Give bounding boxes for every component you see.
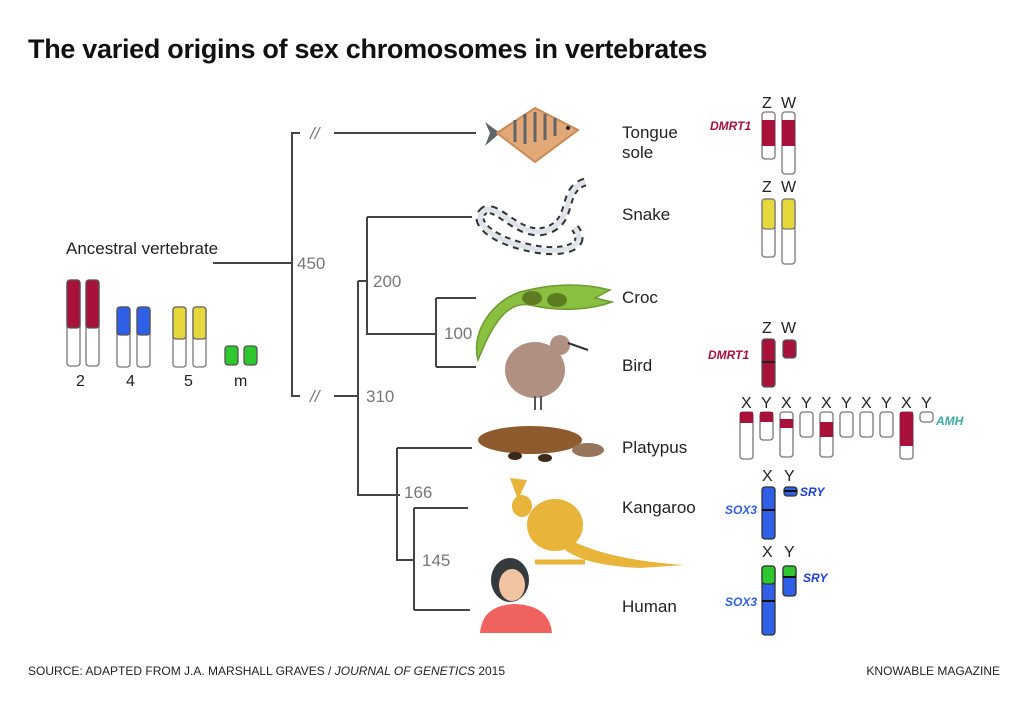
- source-prefix: SOURCE: ADAPTED FROM J.A. MARSHALL GRAVE…: [28, 664, 335, 678]
- red-band: [740, 412, 753, 423]
- chromosome-label-w: W: [781, 179, 797, 196]
- fish-icon: [485, 106, 580, 164]
- species-label-croc: Croc: [622, 288, 658, 307]
- chromosome-label-z: Z: [762, 179, 772, 196]
- sex-chromosomes-tongue-sole: Z W DMRT1: [710, 95, 797, 175]
- chromosome-label-x: X: [741, 395, 752, 412]
- species-label-human: Human: [622, 597, 677, 616]
- species-label-kangaroo: Kangaroo: [622, 498, 696, 517]
- node-200: 200: [373, 272, 401, 291]
- chromosome-label-x: X: [861, 395, 872, 412]
- chromosome-label-w: W: [781, 320, 797, 337]
- node-166: 166: [404, 483, 432, 502]
- chromosome-label-w: W: [781, 95, 797, 112]
- snake-icon: [475, 177, 587, 256]
- chromosome-label-m: m: [234, 373, 247, 390]
- ancestral-chromosome-m: [224, 345, 258, 366]
- platypus-chromosome: [919, 411, 934, 423]
- chromosome-label-y: Y: [784, 544, 795, 561]
- species-label-tongue-sole-line2: sole: [622, 143, 653, 162]
- chromosome-label-y: Y: [921, 395, 932, 412]
- species-label-snake: Snake: [622, 205, 670, 224]
- source-journal: JOURNAL OF GENETICS: [334, 664, 475, 678]
- chromosome-label-x: X: [821, 395, 832, 412]
- branch-break-top: //: [309, 124, 322, 143]
- red-band: [900, 412, 913, 446]
- source-year: 2015: [474, 664, 506, 678]
- ancestor-label: Ancestral vertebrate: [66, 239, 218, 258]
- platypus-chromosome: [839, 411, 854, 438]
- sex-chromosomes-kangaroo: X Y SOX3 SRY: [725, 468, 825, 540]
- chromosome-label-2: 2: [76, 373, 85, 390]
- species-label-platypus: Platypus: [622, 438, 687, 457]
- platypus-chromosome: [799, 411, 814, 438]
- platypus-chromosome: [779, 411, 794, 458]
- chromosome-label-y: Y: [784, 468, 795, 485]
- platypus-chromosome: [879, 411, 894, 438]
- kangaroo-icon: [510, 478, 684, 568]
- gene-label-dmrt1-bird: DMRT1: [708, 348, 749, 362]
- chromosome-label-x: X: [901, 395, 912, 412]
- sex-chromosomes-snake: Z W: [761, 179, 797, 265]
- gene-label-sox3-kangaroo: SOX3: [725, 503, 757, 517]
- gene-label-sox3-human: SOX3: [725, 595, 757, 609]
- human-icon: [480, 558, 552, 633]
- species-label-tongue-sole: Tongue: [622, 123, 678, 142]
- gene-label-sry-human: SRY: [803, 571, 828, 585]
- platypus-chromosome: [859, 411, 874, 438]
- node-145: 145: [422, 551, 450, 570]
- ancestral-chromosome-5: [172, 306, 207, 368]
- node-310: 310: [366, 387, 394, 406]
- ancestral-chromosomes: 2 4 5 m: [66, 279, 258, 390]
- red-band: [760, 412, 773, 422]
- red-band: [780, 419, 793, 428]
- node-450: 450: [297, 254, 325, 273]
- chromosome-label-y: Y: [841, 395, 852, 412]
- publisher-credit: KNOWABLE MAGAZINE: [866, 664, 1000, 678]
- chromosome-label-y: Y: [761, 395, 772, 412]
- chromosome-label-x: X: [781, 395, 792, 412]
- branch-break-bottom: //: [309, 387, 322, 406]
- gene-label-amh: AMH: [935, 414, 964, 428]
- ancestral-chromosome-2: [66, 279, 100, 367]
- chromosome-label-4: 4: [126, 373, 135, 390]
- chromosome-label-x: X: [762, 468, 773, 485]
- chromosome-label-z: Z: [762, 95, 772, 112]
- chromosome-label-y: Y: [801, 395, 812, 412]
- sex-chromosomes-human: X Y SOX3 SRY: [725, 544, 828, 636]
- chromosome-label-z: Z: [762, 320, 772, 337]
- gene-label-dmrt1-sole: DMRT1: [710, 119, 751, 133]
- source-credit: SOURCE: ADAPTED FROM J.A. MARSHALL GRAVE…: [28, 664, 505, 678]
- node-100: 100: [444, 324, 472, 343]
- platypus-icon: [478, 426, 604, 462]
- crocodile-icon: [475, 284, 615, 363]
- gene-label-sry-kangaroo: SRY: [800, 485, 825, 499]
- bird-icon: [505, 335, 589, 410]
- species-label-bird: Bird: [622, 356, 652, 375]
- chromosome-label-y: Y: [881, 395, 892, 412]
- ancestral-chromosome-4: [116, 306, 151, 368]
- red-band: [820, 422, 833, 437]
- chromosome-label-5: 5: [184, 373, 193, 390]
- chromosome-label-x: X: [762, 544, 773, 561]
- figure-title: The varied origins of sex chromosomes in…: [28, 34, 708, 64]
- phylogenetic-tree: [213, 132, 476, 611]
- sex-chromosomes-bird: Z W DMRT1: [708, 320, 797, 388]
